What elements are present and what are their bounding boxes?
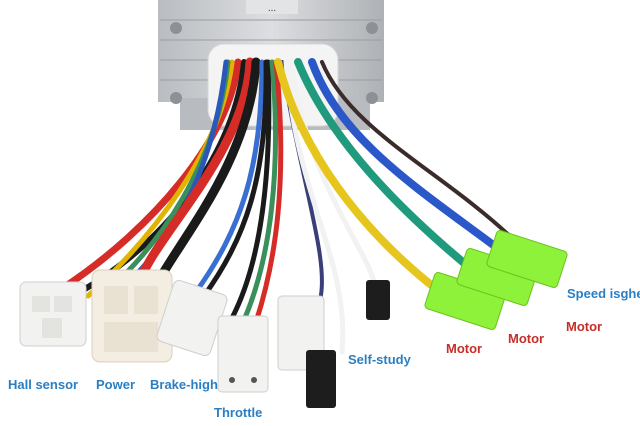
self-study-connector [277, 280, 390, 408]
motor-connectors [424, 230, 568, 330]
label-brake-high: Brake-high [150, 377, 218, 392]
hall-sensor-connector [19, 281, 87, 347]
label-speed: Speed isghel [567, 286, 640, 301]
label-hall-sensor: Hall sensor [8, 377, 79, 392]
power-connector [91, 269, 173, 363]
screw-icon [366, 92, 378, 104]
label-motor-1: Motor [446, 341, 483, 356]
label-motor-2: Motor [508, 331, 545, 346]
label-self-study: Self-study [348, 352, 411, 367]
screw-icon [170, 22, 182, 34]
label-motor-3: Motor [566, 319, 603, 334]
throttle-connector [217, 315, 269, 393]
controller-marking: ... [268, 3, 276, 14]
label-throttle: Throttle [214, 405, 263, 420]
screw-icon [366, 22, 378, 34]
screw-icon [170, 92, 182, 104]
label-power: Power [96, 377, 136, 392]
